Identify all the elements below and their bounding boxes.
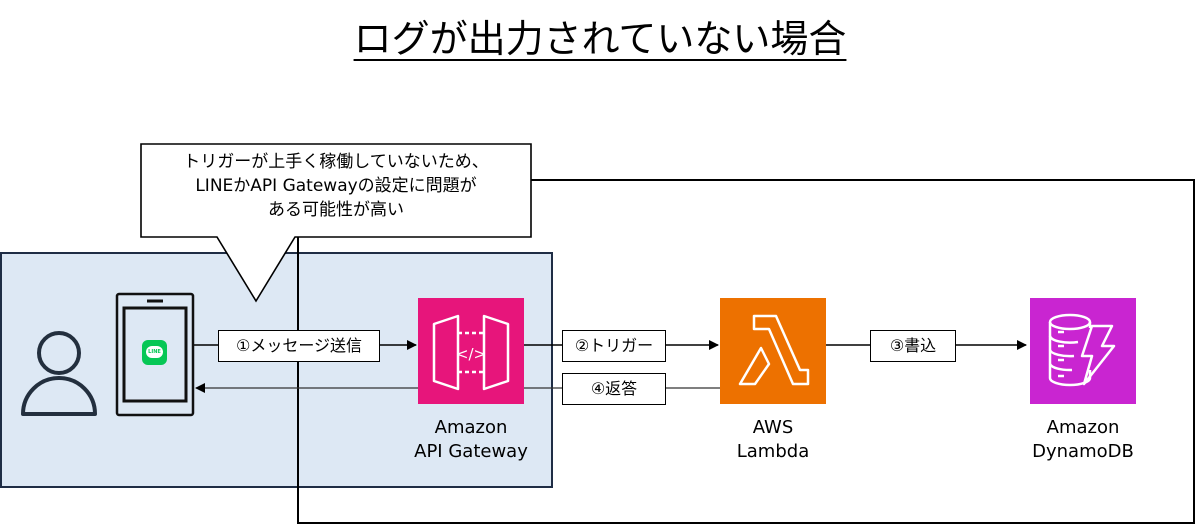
- dynamodb-label-line1: Amazon: [1046, 417, 1120, 438]
- diagram-title: ログが出力されていない場合: [0, 14, 1200, 64]
- smartphone-icon: [115, 292, 195, 417]
- callout-line-2: LINEかAPI Gatewayの設定に問題が: [195, 176, 477, 196]
- svg-text:</>: </>: [456, 345, 486, 363]
- lambda-label-line1: AWS: [752, 417, 794, 438]
- line-app-icon: LINE: [142, 340, 167, 365]
- api-gateway-label-line2: API Gateway: [414, 441, 528, 462]
- flow-label-step1: ①メッセージ送信: [218, 330, 380, 362]
- callout-line-1: トリガーが上手く稼働していないため、: [183, 152, 489, 172]
- api-gateway-icon: </>: [432, 314, 510, 391]
- lambda-icon: [738, 314, 810, 386]
- dynamodb-icon: [1048, 313, 1116, 387]
- dynamodb-label-line2: DynamoDB: [1032, 441, 1134, 462]
- user-icon: [21, 331, 97, 416]
- flow-label-step3: ③書込: [870, 330, 956, 362]
- line-app-label: LINE: [148, 349, 161, 355]
- flow-label-step2: ②トリガー: [562, 330, 666, 362]
- flow-label-step4: ④返答: [562, 373, 666, 405]
- lambda-label: AWS Lambda: [683, 416, 863, 464]
- aws-boundary-left-edge: [297, 252, 299, 488]
- api-gateway-service[interactable]: </>: [418, 298, 524, 404]
- callout-line-3: ある可能性が高い: [268, 200, 404, 220]
- lambda-service[interactable]: [720, 298, 826, 404]
- diagram-title-text: ログが出力されていない場合: [353, 17, 847, 61]
- lambda-label-line2: Lambda: [736, 441, 810, 462]
- api-gateway-label: Amazon API Gateway: [381, 416, 561, 464]
- callout-text: トリガーが上手く稼働していないため、 LINEかAPI Gatewayの設定に問…: [140, 150, 532, 222]
- dynamodb-service[interactable]: [1030, 298, 1136, 404]
- callout-bubble: [140, 143, 532, 303]
- api-gateway-label-line1: Amazon: [434, 417, 508, 438]
- callout-shape: [140, 143, 532, 303]
- dynamodb-label: Amazon DynamoDB: [993, 416, 1173, 464]
